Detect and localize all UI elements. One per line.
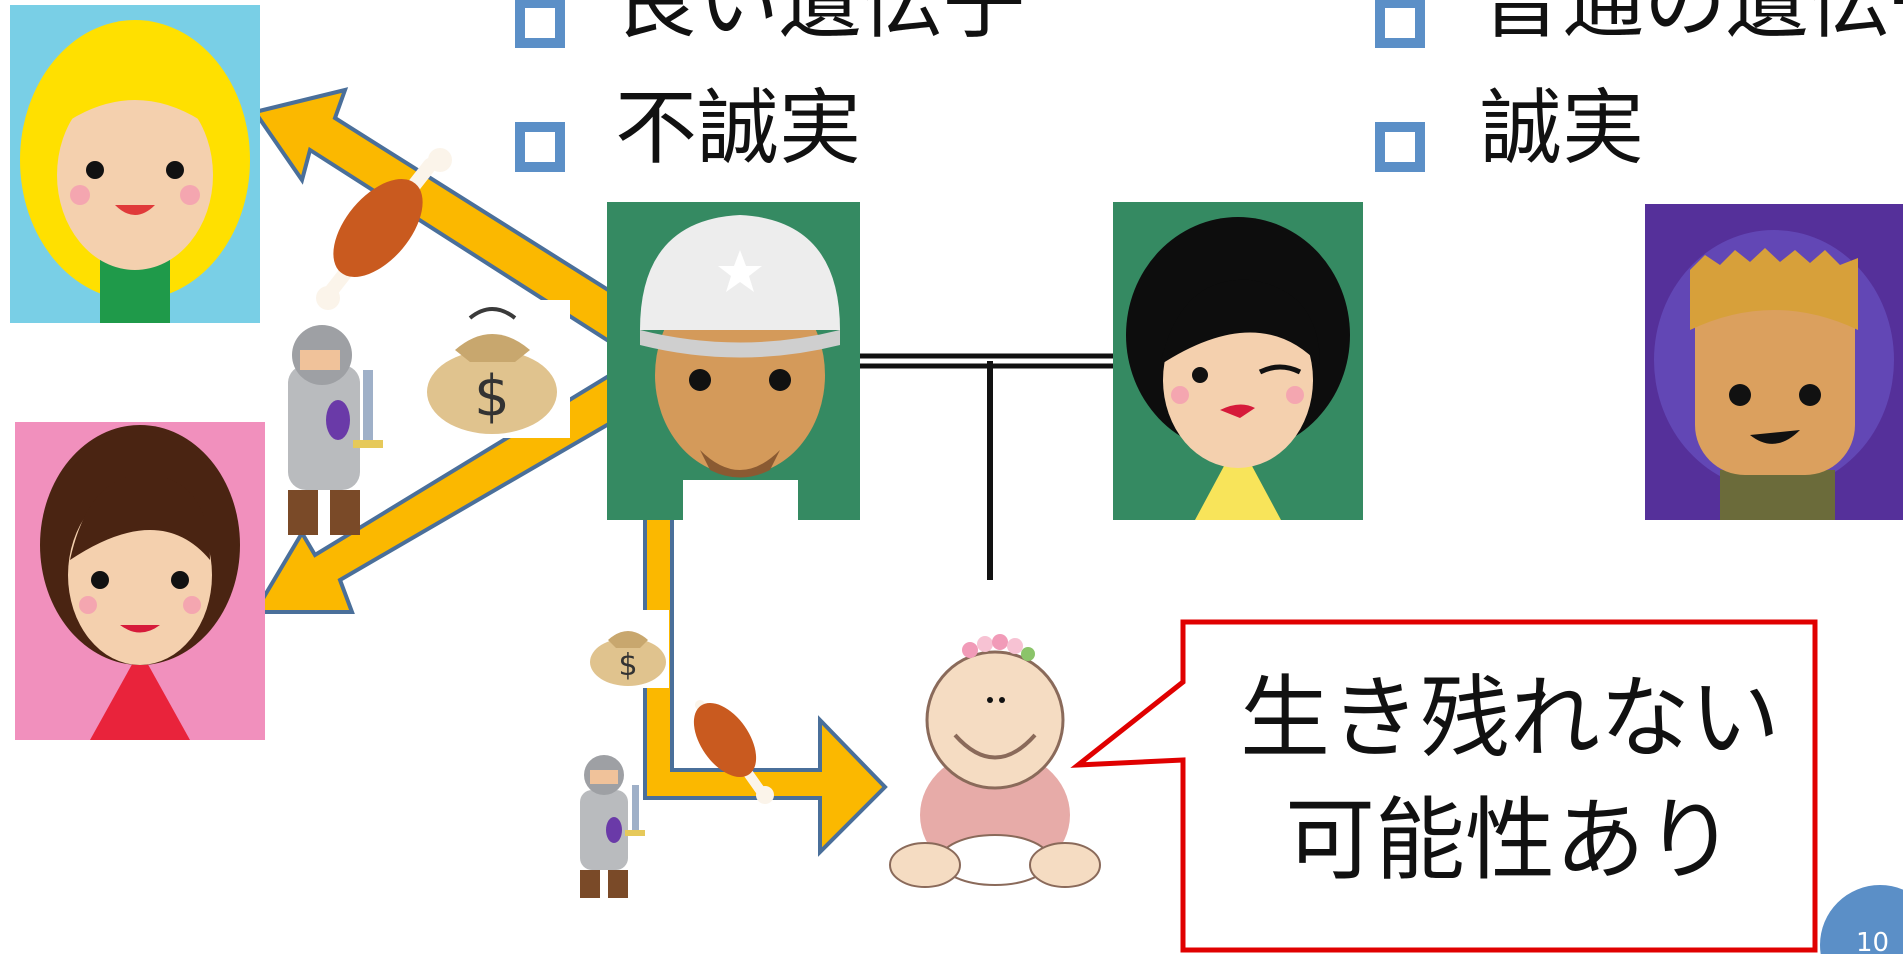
money-bag-icon bbox=[420, 300, 570, 438]
meat-icon bbox=[693, 700, 774, 804]
knight-icon bbox=[580, 755, 645, 898]
bullet-square-icon bbox=[1375, 122, 1425, 172]
svg-text:$: $ bbox=[474, 364, 510, 429]
arrow-to-baby bbox=[643, 513, 888, 857]
bullet-good-genes: 良い遺伝子 bbox=[615, 0, 1026, 50]
money-bag-icon bbox=[587, 610, 669, 688]
baby-icon bbox=[889, 634, 1101, 888]
svg-text:$: $ bbox=[618, 648, 637, 683]
black-hair-woman-icon bbox=[1113, 202, 1363, 520]
speech-bubble-line-1: 生き残れない bbox=[1240, 666, 1780, 771]
bullet-honest: 誠実 bbox=[1480, 81, 1645, 176]
man-cap-icon bbox=[607, 202, 860, 520]
bullet-dishonest: 不誠実 bbox=[615, 81, 862, 176]
brunette-woman-icon bbox=[15, 422, 265, 740]
blonde-woman-icon bbox=[10, 5, 260, 323]
blond-man-icon bbox=[1645, 204, 1903, 520]
family-connector bbox=[860, 353, 1115, 580]
page-number: 10 bbox=[1856, 928, 1890, 958]
bullet-normal-genes: 普通の遺伝子 bbox=[1480, 0, 1903, 50]
meat-icon bbox=[316, 148, 452, 310]
page-number-badge bbox=[1820, 885, 1903, 954]
bullet-square-icon bbox=[1375, 0, 1425, 48]
speech-bubble bbox=[1070, 619, 1818, 953]
knight-icon bbox=[288, 325, 383, 535]
bullet-square-icon bbox=[515, 122, 565, 172]
bullet-square-icon bbox=[515, 0, 565, 48]
speech-bubble-line-2: 可能性あり bbox=[1285, 788, 1735, 893]
